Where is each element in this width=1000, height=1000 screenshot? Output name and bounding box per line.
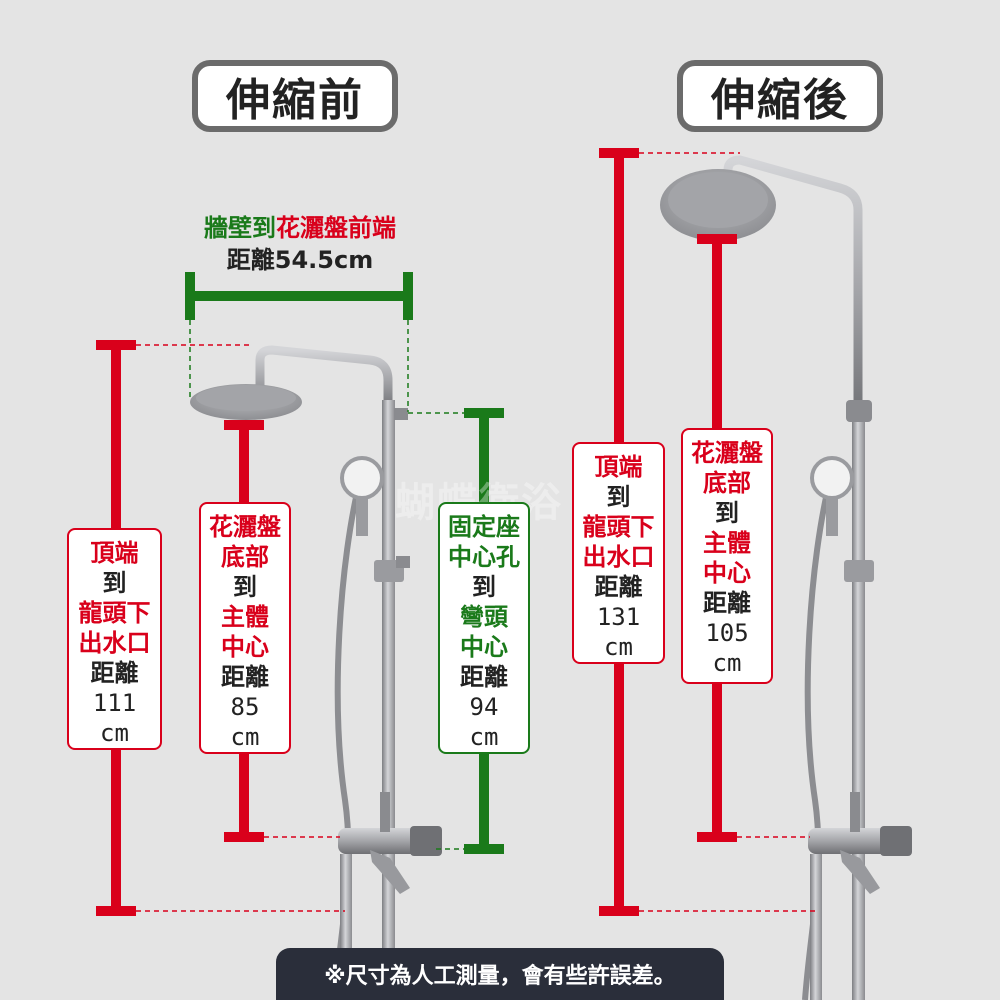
label-value: 94 (469, 693, 499, 721)
label-line: 頂端 (90, 539, 139, 567)
label-line: 彎頭 (460, 603, 508, 631)
label-head-to-body-85: 花灑盤 底部 到 主體 中心 距離 85 cm (199, 502, 291, 754)
label-line: 花灑盤 (209, 513, 281, 541)
label-unit: cm (712, 649, 742, 677)
title-after: 伸縮後 (677, 60, 883, 132)
label-unit: cm (100, 719, 129, 747)
riser-before (382, 400, 395, 1000)
label-top-to-spout-131: 頂端 到 龍頭下 出水口 距離 131 cm (572, 442, 665, 664)
note-part2: 花灑盤前端 (276, 214, 396, 242)
label-line: 出水口 (78, 629, 151, 657)
label-value: 111 (92, 689, 137, 717)
label-line: 中心 (460, 633, 508, 661)
note-part1: 牆壁到 (204, 214, 276, 242)
label-line: 到 (606, 483, 631, 511)
note-line2: 距離54.5cm (226, 246, 374, 274)
measurement-disclaimer: ※尺寸為人工測量，會有些許誤差。 (276, 948, 724, 1000)
label-line: 距離 (594, 573, 643, 601)
label-line: 固定座 (448, 513, 520, 541)
label-line: 主體 (703, 529, 751, 557)
slider-after (844, 560, 874, 582)
riser-after (852, 420, 865, 1000)
label-line: 距離 (90, 659, 139, 687)
label-value: 105 (705, 619, 749, 647)
label-line: 主體 (221, 603, 269, 631)
hand-shower-after (810, 456, 854, 500)
spout-before (370, 850, 410, 894)
label-line: 距離 (703, 589, 751, 617)
hand-shower-before (340, 456, 384, 500)
wall-bracket-after (846, 400, 872, 422)
label-mount-to-elbow-94: 固定座 中心孔 到 彎頭 中心 距離 94 cm (438, 502, 530, 754)
label-line: 龍頭下 (78, 599, 151, 627)
label-line: 到 (102, 569, 127, 597)
label-value: 131 (596, 603, 641, 631)
label-head-to-body-105: 花灑盤 底部 到 主體 中心 距離 105 cm (681, 428, 773, 684)
label-line: 頂端 (594, 453, 643, 481)
label-line: 中心 (221, 633, 269, 661)
label-unit: cm (469, 723, 499, 751)
title-before: 伸縮前 (192, 60, 398, 132)
spout-after (840, 850, 880, 894)
label-line: 底部 (703, 469, 751, 497)
label-line: 到 (472, 573, 496, 601)
label-top-to-spout-111: 頂端 到 龍頭下 出水口 距離 111 cm (67, 528, 162, 750)
label-unit: cm (230, 723, 260, 751)
label-line: 出水口 (582, 543, 655, 571)
dimension-line-54-5 (185, 272, 413, 412)
label-line: 中心孔 (448, 543, 520, 571)
fixture-after (660, 155, 912, 1000)
label-line: 中心 (703, 559, 751, 587)
label-line: 花灑盤 (691, 439, 763, 467)
label-line: 到 (715, 499, 739, 527)
label-line: 底部 (221, 543, 269, 571)
label-line: 距離 (221, 663, 269, 691)
label-line: 距離 (460, 663, 508, 691)
shower-arm-after (723, 155, 863, 420)
label-line: 到 (233, 573, 257, 601)
shower-arm-before (255, 345, 393, 410)
wall-bracket-before (394, 408, 408, 420)
label-value: 85 (230, 693, 260, 721)
wall-distance-note: 牆壁到花灑盤前端 距離54.5cm (170, 212, 430, 276)
label-line: 龍頭下 (582, 513, 655, 541)
label-unit: cm (604, 633, 633, 661)
